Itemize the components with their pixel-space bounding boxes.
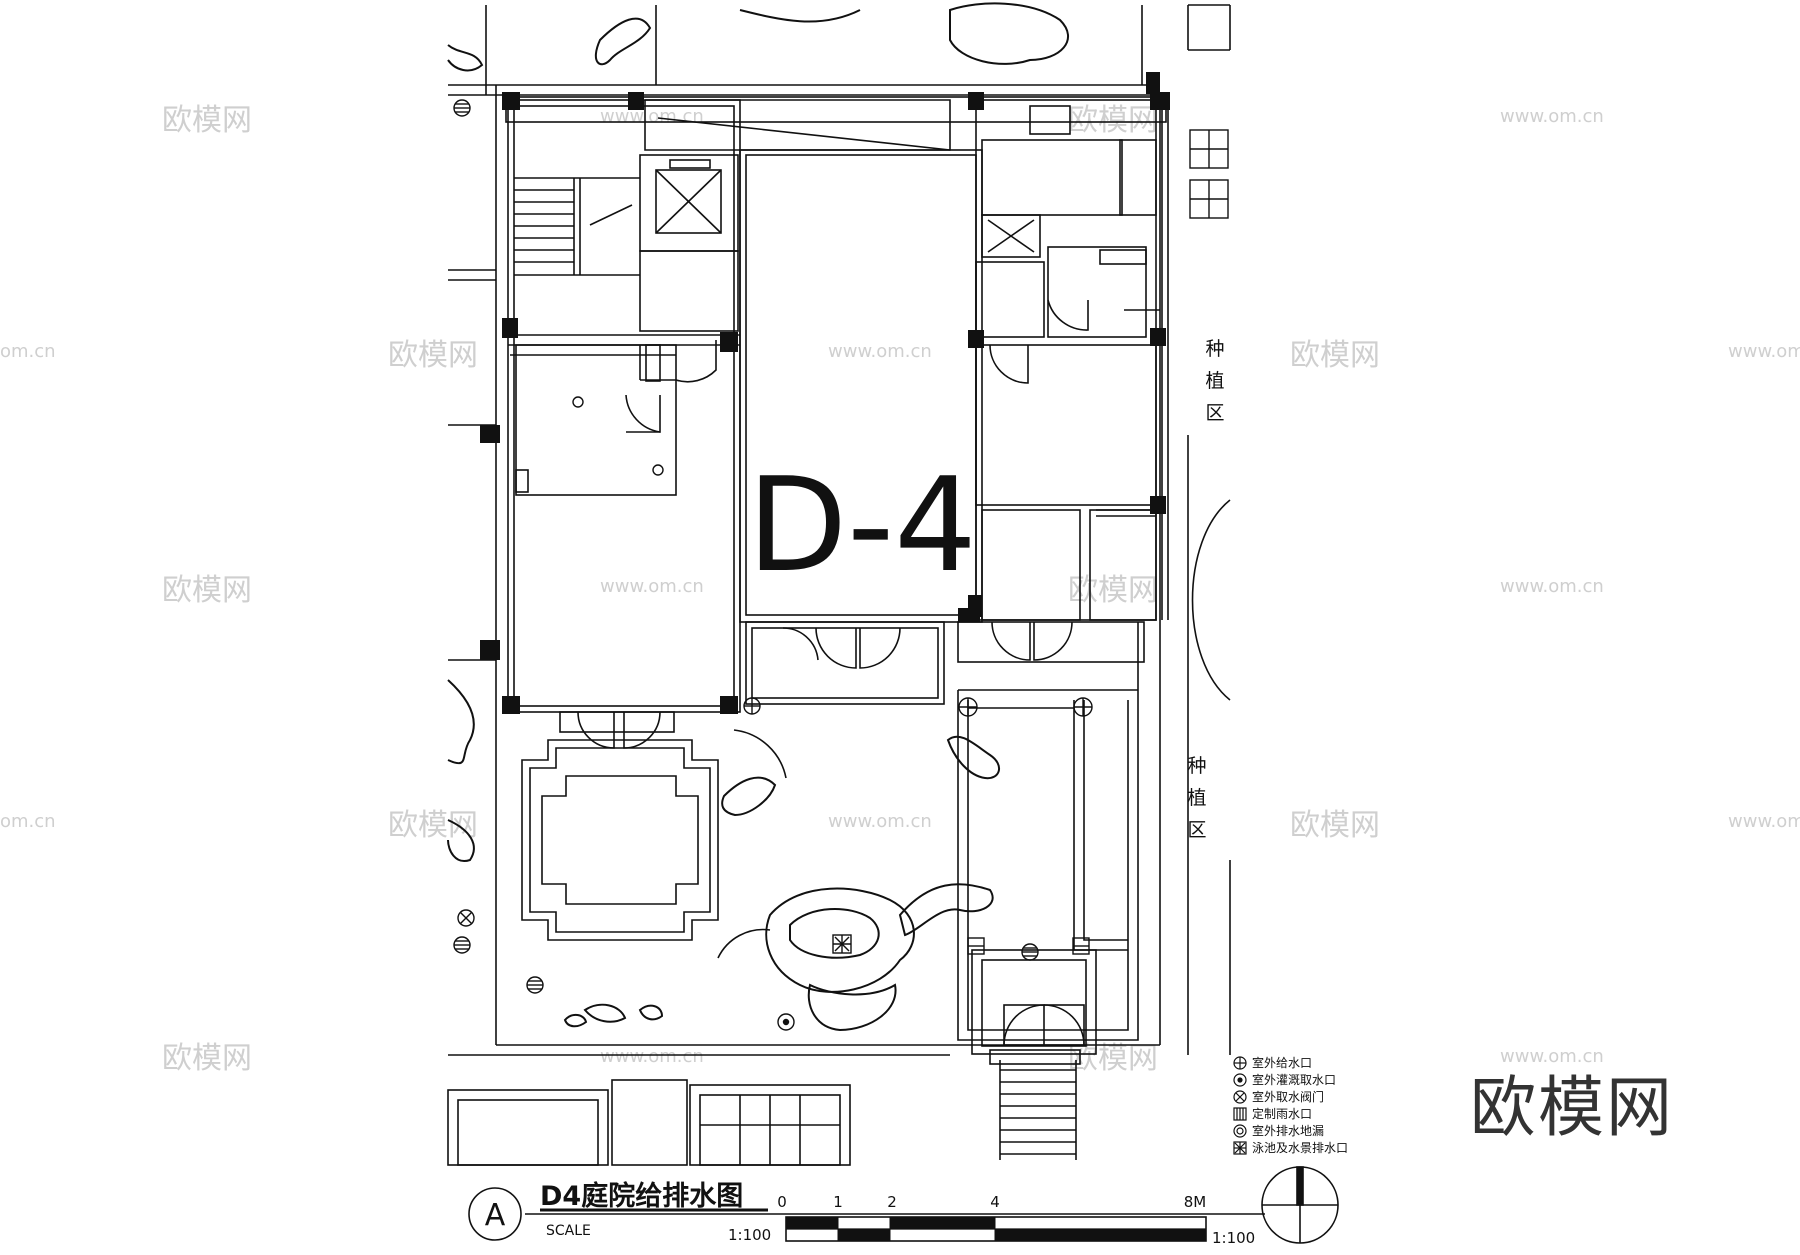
floor-drain-icon (453, 936, 471, 954)
watermark-url: www.om.cn (1500, 106, 1604, 127)
watermark-brand: 欧模网 (162, 103, 252, 138)
legend-item: 室外给水口 (1233, 1055, 1312, 1070)
floor-drain-icon (526, 976, 544, 994)
watermark-url: www.om.cn (600, 106, 704, 127)
scale-ratio-right: 1:100 (1212, 1229, 1255, 1247)
legend: 室外给水口 室外灌溉取水口 室外取水阀门 定制雨水口 室外排水地漏 泳池及水景排… (1233, 1055, 1348, 1155)
floor-drain-icon (1021, 943, 1039, 961)
title-block: A D4庭院给排水图 SCALE 1:100 0 1 2 4 8M 1:100 (468, 1166, 1339, 1247)
rain-outlet-icon (1189, 129, 1229, 169)
watermark-brand: 欧模网 (162, 573, 252, 608)
watermark-url: www.om.cn (600, 1046, 704, 1067)
legend-label: 定制雨水口 (1252, 1106, 1312, 1121)
pool-drain-icon (1233, 1141, 1247, 1155)
irrigation-outlet-icon (777, 1013, 795, 1031)
watermark-url: www.om.cn (1728, 341, 1800, 362)
watermark-url: www.om.cn (828, 341, 932, 362)
legend-label: 室外排水地漏 (1252, 1123, 1324, 1138)
floor-drain-icon (1233, 1124, 1247, 1138)
drawing-title: D4庭院给排水图 (540, 1180, 743, 1212)
scale-tick-label: 0 (777, 1193, 787, 1211)
watermark-brand: 欧模网 (388, 808, 478, 843)
irrigation-outlet-icon (1233, 1073, 1247, 1087)
outdoor-water-supply-icon (1073, 697, 1093, 717)
watermark-url: om.cn (0, 341, 56, 362)
planting-zone-char: 植 (1205, 370, 1224, 392)
legend-item: 室外灌溉取水口 (1233, 1072, 1336, 1087)
planting-zone-char: 植 (1187, 787, 1206, 809)
outdoor-water-supply-icon (958, 697, 978, 717)
watermark-brand: 欧模网 (388, 338, 478, 373)
planting-zone-char: 区 (1205, 402, 1224, 424)
watermark-brand: 欧模网 (1290, 808, 1380, 843)
rain-outlet-icon (1072, 937, 1090, 955)
outdoor-water-supply-icon (1233, 1056, 1247, 1070)
title-circle (468, 1187, 522, 1241)
scale-tick-label: 2 (887, 1193, 897, 1211)
building-columns (480, 72, 1170, 714)
legend-item: 泳池及水景排水口 (1233, 1141, 1348, 1155)
drainage-fixtures (453, 99, 1229, 1031)
watermark-url: www.om.cn (600, 576, 704, 597)
site-boundaries (448, 4, 1231, 1056)
rain-outlet-icon (1233, 1107, 1247, 1121)
scale-bar: 0 1 2 4 8M (777, 1193, 1207, 1242)
legend-item: 室外排水地漏 (1233, 1123, 1324, 1138)
watermark-brand-large: 欧模网 (1470, 1069, 1674, 1146)
planting-zone-char: 种 (1187, 755, 1206, 777)
rain-outlet-icon (967, 937, 985, 955)
scale-tick-label: 1 (833, 1193, 843, 1211)
block-label: D-4 (747, 449, 977, 601)
planting-zone-label: 种 植 区 (1205, 338, 1224, 424)
watermark-brand: 欧模网 (162, 1041, 252, 1076)
legend-label: 室外取水阀门 (1252, 1089, 1324, 1104)
scale-ratio-left: 1:100 (728, 1226, 771, 1244)
rockery-features (447, 2, 1070, 1032)
legend-label: 室外灌溉取水口 (1252, 1072, 1336, 1087)
watermark-url: www.om.cn (1728, 811, 1800, 832)
watermark-url-layer: www.om.cn www.om.cn om.cn www.om.cn www.… (0, 106, 1800, 1067)
planting-zone-char: 种 (1205, 338, 1224, 360)
courtyard-features (447, 499, 1231, 1166)
rain-outlet-icon (1189, 179, 1229, 219)
scale-word: SCALE (546, 1223, 591, 1239)
watermark-url: om.cn (0, 811, 56, 832)
watermark-brand: 欧模网 (1068, 573, 1158, 608)
north-arrow-icon (1261, 1166, 1339, 1244)
title-circle-letter: A (485, 1198, 506, 1233)
watermark-url: www.om.cn (1500, 576, 1604, 597)
outdoor-water-supply-icon (743, 697, 761, 715)
floor-drain-icon (453, 99, 471, 117)
scale-tick-label: 8M (1184, 1193, 1207, 1211)
water-valve-icon (1233, 1090, 1247, 1104)
pool-drain-icon (832, 934, 852, 954)
watermark-brand: 欧模网 (1068, 103, 1158, 138)
legend-item: 定制雨水口 (1233, 1106, 1312, 1121)
watermark-layer: 欧模网 欧模网 欧模网 欧模网 欧模网 欧模网 欧模网 欧模网 欧模网 欧模网 (162, 103, 1380, 1076)
watermark-url: www.om.cn (828, 811, 932, 832)
floor-drain-icon (572, 396, 664, 476)
watermark-brand: 欧模网 (1068, 1041, 1158, 1076)
legend-label: 泳池及水景排水口 (1252, 1141, 1348, 1155)
planting-zone-label: 种 植 区 (1187, 755, 1206, 841)
legend-item: 室外取水阀门 (1233, 1089, 1324, 1104)
watermark-url: www.om.cn (1500, 1046, 1604, 1067)
scale-tick-label: 4 (990, 1193, 1000, 1211)
water-valve-icon (457, 909, 475, 927)
building-walls (505, 96, 1169, 713)
legend-label: 室外给水口 (1252, 1055, 1312, 1070)
watermark-brand: 欧模网 (1290, 338, 1380, 373)
planting-zone-char: 区 (1187, 819, 1206, 841)
